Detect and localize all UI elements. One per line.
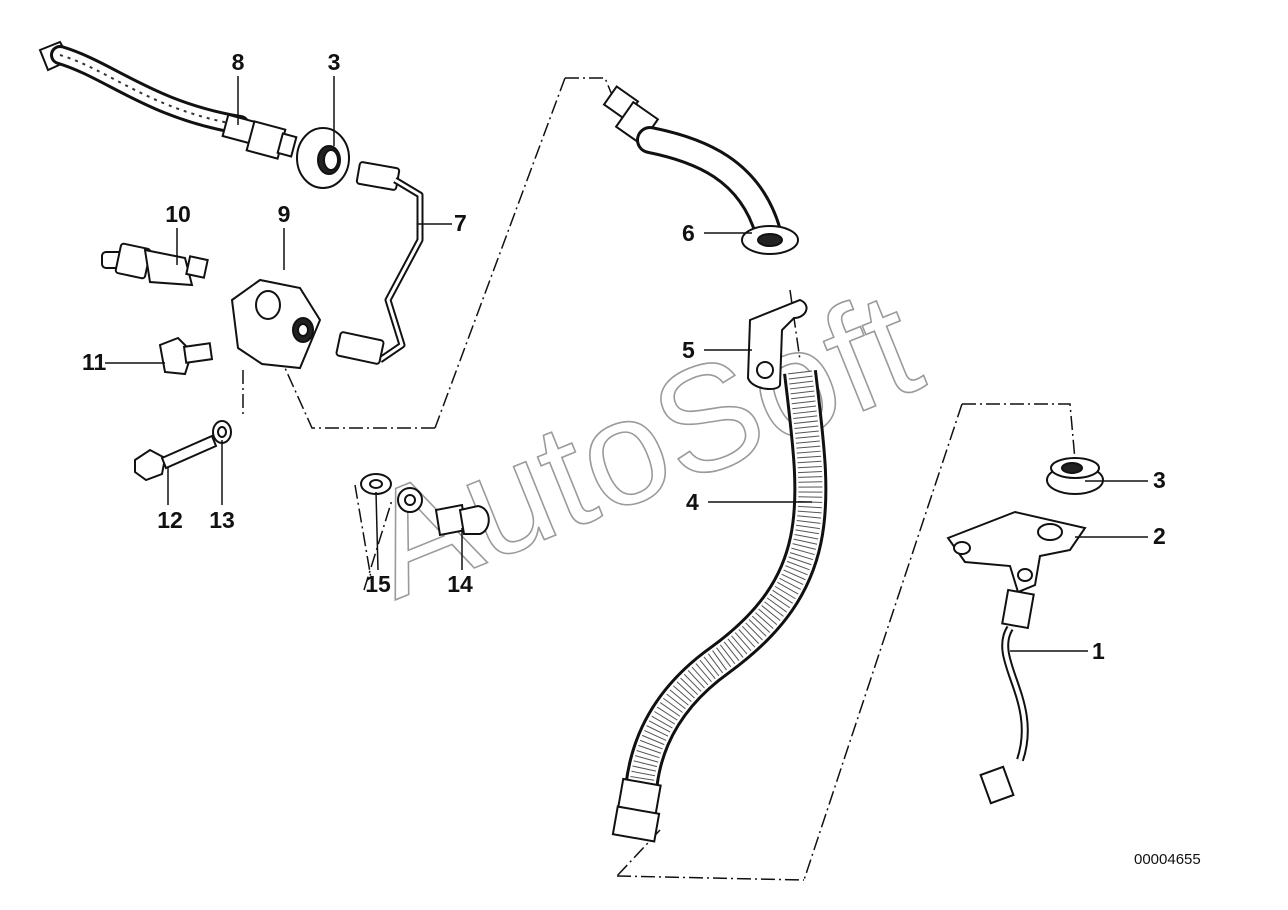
part-3-grommet-top xyxy=(296,127,350,189)
watermark-text: AutoSoft xyxy=(344,258,940,629)
label-part-1: 1 xyxy=(1092,638,1105,664)
part-15-washers xyxy=(360,473,423,513)
connection-lines xyxy=(242,77,1076,881)
label-part-7: 7 xyxy=(454,210,467,236)
part-14-hollow-bolt xyxy=(434,503,490,537)
part-10-pressure-switch xyxy=(101,242,209,287)
part-12-bolt xyxy=(134,434,218,482)
part-2-bracket xyxy=(946,510,1087,594)
hose-upper-section xyxy=(602,85,782,246)
label-part-10: 10 xyxy=(165,201,191,227)
part-13-washer xyxy=(212,420,232,444)
part-labels: 8 3 7 10 9 11 12 13 15 14 6 5 4 3 2 1 xyxy=(82,49,1166,664)
part-8-brake-hose xyxy=(38,40,298,160)
leader-lines xyxy=(105,76,1148,652)
part-9-distributor xyxy=(230,278,322,370)
part-7-brake-line xyxy=(335,161,424,365)
label-part-6: 6 xyxy=(682,220,695,246)
diagram-reference-number: 00004655 xyxy=(1134,851,1201,868)
part-11-plug xyxy=(158,336,214,376)
label-part-12: 12 xyxy=(157,507,183,533)
label-part-4: 4 xyxy=(686,489,699,515)
label-part-14: 14 xyxy=(447,571,473,597)
label-part-3-right: 3 xyxy=(1153,467,1166,493)
part-1-brake-pipe xyxy=(979,588,1035,805)
label-part-5: 5 xyxy=(682,337,695,363)
label-part-11: 11 xyxy=(82,349,107,375)
part-5-clip xyxy=(746,298,808,391)
label-part-9: 9 xyxy=(278,201,291,227)
label-part-15: 15 xyxy=(365,571,391,597)
label-part-8: 8 xyxy=(232,49,245,75)
label-part-2: 2 xyxy=(1153,523,1166,549)
part-6-grommet xyxy=(741,225,799,255)
part-4-brake-hose xyxy=(611,370,828,843)
label-part-13: 13 xyxy=(209,507,235,533)
label-part-3-top: 3 xyxy=(328,49,341,75)
part-3-grommet-right xyxy=(1046,457,1104,495)
